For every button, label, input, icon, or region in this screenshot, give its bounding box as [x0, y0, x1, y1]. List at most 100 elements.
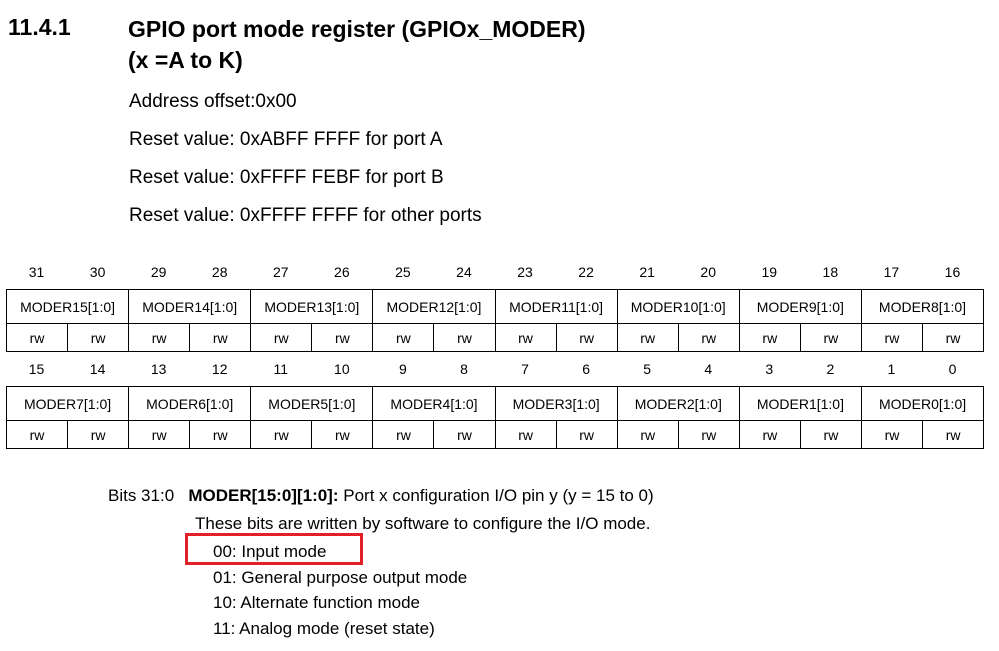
upper-bit-20: 20 — [700, 264, 716, 280]
mode-output: 01: General purpose output mode — [213, 568, 468, 587]
access-cell-bit-4: rw — [677, 420, 740, 449]
access-cell-bit-27: rw — [250, 323, 313, 352]
access-cell-bit-21: rw — [616, 323, 679, 352]
register-field-moder7-1-0: MODER7[1:0] — [5, 386, 130, 421]
access-cell-bit-19: rw — [738, 323, 801, 352]
reset-value-other: Reset value: 0xFFFF FFFF for other ports — [129, 205, 482, 226]
register-field-moder13-1-0: MODER13[1:0] — [250, 289, 374, 324]
access-cell-bit-9: rw — [372, 420, 435, 449]
access-cell-bit-23: rw — [494, 323, 557, 352]
register-field-moder9-1-0: MODER9[1:0] — [738, 289, 862, 324]
register-field-moder5-1-0: MODER5[1:0] — [250, 386, 374, 421]
lower-bit-1: 1 — [887, 361, 896, 377]
upper-bit-24: 24 — [456, 264, 472, 280]
upper-bit-28: 28 — [211, 264, 228, 280]
lower-bit-12: 12 — [211, 361, 228, 377]
upper-bit-23: 23 — [517, 264, 533, 280]
access-cell-bit-13: rw — [128, 420, 191, 449]
access-cell-bit-3: rw — [738, 420, 801, 449]
register-field-moder2-1-0: MODER2[1:0] — [616, 386, 740, 421]
description-line: These bits are written by software to co… — [195, 514, 651, 533]
register-upper-table: MODER15[1:0]MODER14[1:0]MODER13[1:0]MODE… — [5, 289, 985, 352]
lower-bit-14: 14 — [89, 361, 106, 377]
register-field-moder0-1-0: MODER0[1:0] — [860, 386, 985, 421]
access-cell-bit-14: rw — [67, 420, 130, 449]
field-name: MODER[15:0][1:0]: — [188, 486, 339, 505]
lower-bit-7: 7 — [521, 361, 529, 377]
lower-bit-5: 5 — [643, 361, 652, 377]
access-cell-bit-18: rw — [799, 323, 862, 352]
register-field-moder3-1-0: MODER3[1:0] — [494, 386, 618, 421]
access-cell-bit-28: rw — [189, 323, 252, 352]
mode-alternate: 10: Alternate function mode — [213, 593, 420, 612]
access-cell-bit-15: rw — [5, 420, 69, 449]
upper-bit-26: 26 — [334, 264, 350, 280]
access-cell-bit-20: rw — [677, 323, 740, 352]
upper-bit-16: 16 — [944, 264, 961, 280]
access-cell-bit-11: rw — [250, 420, 313, 449]
access-cell-bit-24: rw — [433, 323, 496, 352]
access-cell-bit-16: rw — [921, 323, 985, 352]
lower-bit-13: 13 — [150, 361, 167, 377]
upper-bit-30: 30 — [89, 264, 106, 280]
register-field-moder11-1-0: MODER11[1:0] — [494, 289, 618, 324]
section-title: GPIO port mode register (GPIOx_MODER) (x… — [128, 14, 586, 76]
access-cell-bit-22: rw — [555, 323, 618, 352]
access-cell-bit-7: rw — [494, 420, 557, 449]
lower-bit-4: 4 — [704, 361, 713, 377]
lower-bit-0: 0 — [948, 361, 957, 377]
access-cell-bit-17: rw — [860, 323, 923, 352]
section-title-line1: GPIO port mode register (GPIOx_MODER) — [128, 16, 586, 42]
reset-value-port-a: Reset value: 0xABFF FFFF for port A — [129, 129, 443, 150]
access-cell-bit-6: rw — [555, 420, 618, 449]
lower-bit-8: 8 — [460, 361, 468, 377]
access-cell-bit-29: rw — [128, 323, 191, 352]
access-cell-bit-31: rw — [5, 323, 69, 352]
field-description: Port x configuration I/O pin y (y = 15 t… — [338, 486, 654, 505]
section-title-line2: (x =A to K) — [128, 47, 243, 73]
mode-input: 00: Input mode — [213, 542, 327, 561]
access-cell-bit-12: rw — [189, 420, 252, 449]
access-cell-bit-1: rw — [860, 420, 924, 449]
register-field-moder4-1-0: MODER4[1:0] — [372, 386, 496, 421]
upper-bit-27: 27 — [272, 264, 289, 280]
upper-bit-25: 25 — [395, 264, 411, 280]
upper-bit-19: 19 — [761, 264, 778, 280]
access-cell-bit-0: rw — [922, 420, 985, 449]
reset-value-port-b: Reset value: 0xFFFF FEBF for port B — [129, 167, 444, 188]
register-field-moder12-1-0: MODER12[1:0] — [372, 289, 496, 324]
lower-bit-15: 15 — [28, 361, 45, 377]
bits-label: Bits 31:0 — [108, 486, 175, 505]
access-cell-bit-5: rw — [616, 420, 679, 449]
upper-bit-17: 17 — [883, 264, 900, 280]
lower-bit-9: 9 — [399, 361, 407, 377]
upper-bit-29: 29 — [150, 264, 167, 280]
access-cell-bit-26: rw — [311, 323, 374, 352]
register-field-moder15-1-0: MODER15[1:0] — [5, 289, 130, 324]
access-cell-bit-30: rw — [67, 323, 130, 352]
upper-bit-21: 21 — [639, 264, 655, 280]
upper-bit-22: 22 — [578, 264, 594, 280]
address-offset: Address offset:0x00 — [129, 91, 297, 112]
lower-bit-11: 11 — [273, 361, 289, 377]
lower-bit-10: 10 — [334, 361, 350, 377]
register-field-moder6-1-0: MODER6[1:0] — [128, 386, 252, 421]
register-field-moder10-1-0: MODER10[1:0] — [616, 289, 740, 324]
section-number: 11.4.1 — [8, 14, 71, 40]
access-cell-bit-10: rw — [311, 420, 374, 449]
mode-analog: 11: Analog mode (reset state) — [213, 619, 435, 638]
lower-bit-6: 6 — [582, 361, 590, 377]
register-field-moder14-1-0: MODER14[1:0] — [128, 289, 252, 324]
lower-bit-2: 2 — [826, 361, 835, 377]
upper-bit-31: 31 — [28, 264, 45, 280]
access-cell-bit-2: rw — [799, 420, 862, 449]
input-mode-highlight-box — [185, 533, 363, 565]
upper-bit-18: 18 — [822, 264, 839, 280]
register-lower-table: MODER7[1:0]MODER6[1:0]MODER5[1:0]MODER4[… — [5, 386, 985, 449]
bits-description: Bits 31:0 MODER[15:0][1:0]: Port x confi… — [108, 486, 654, 506]
access-cell-bit-25: rw — [372, 323, 435, 352]
register-field-moder8-1-0: MODER8[1:0] — [860, 289, 985, 324]
access-cell-bit-8: rw — [433, 420, 496, 449]
lower-bit-3: 3 — [765, 361, 774, 377]
register-field-moder1-1-0: MODER1[1:0] — [738, 386, 862, 421]
